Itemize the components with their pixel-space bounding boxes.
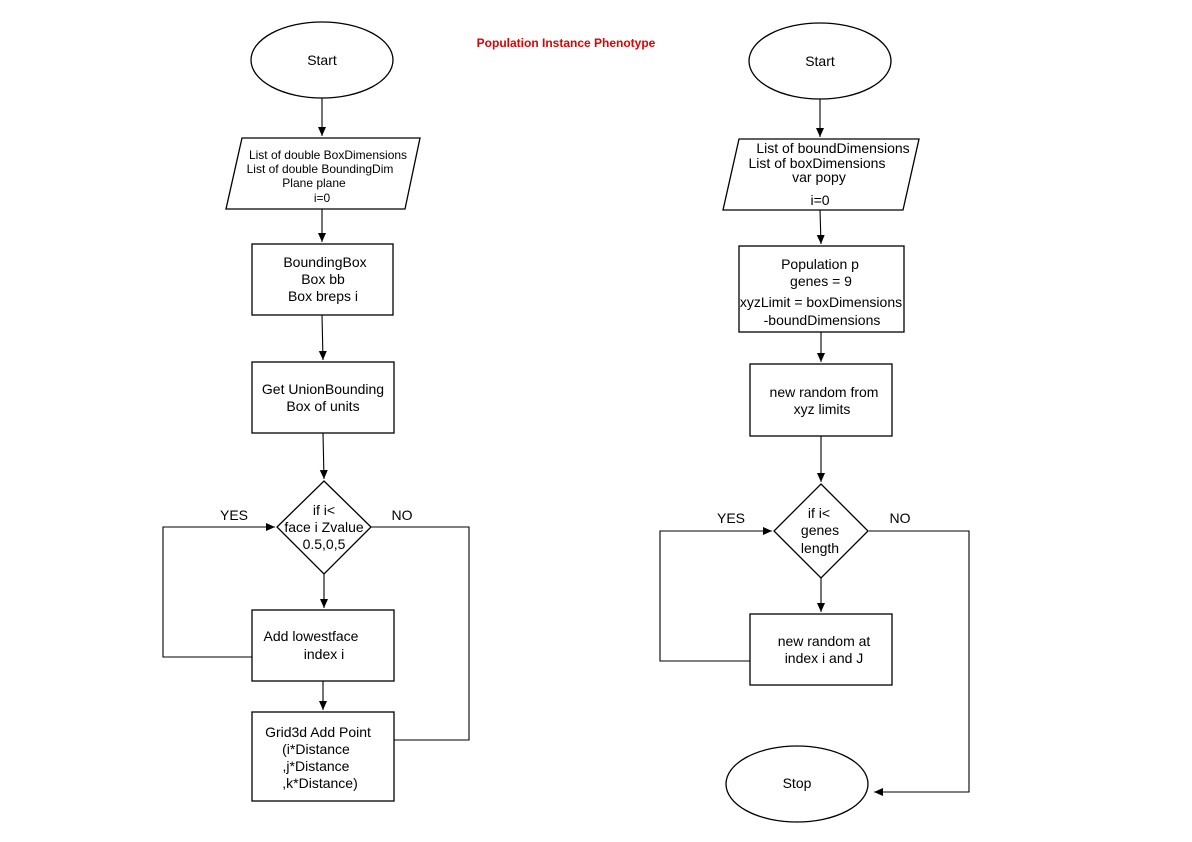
right-flowchart: Start List of boundDimensions List of bo… (659, 22, 970, 823)
right-yes-label: YES (717, 510, 745, 526)
left-addface-process (251, 609, 395, 682)
left-grid-line-2: (i*Distance (282, 741, 350, 757)
left-start-label: Start (307, 52, 337, 68)
right-stop-terminal (725, 745, 869, 823)
right-decision-line-2: genes (801, 522, 839, 538)
right-input-line-2: List of boxDimensions (749, 155, 886, 171)
right-start-label: Start (805, 53, 835, 69)
left-addface-line-2: index i (304, 646, 344, 662)
left-bbox-line-1: BoundingBox (283, 254, 366, 270)
left-start-terminal (250, 21, 394, 99)
right-stop-label: Stop (783, 775, 812, 791)
right-decision-line-3: length (801, 540, 839, 556)
edge-no-exit (371, 526, 470, 744)
left-input-parallelogram (225, 137, 421, 210)
left-decision-line-1: if i< (313, 502, 335, 518)
right-no-label: NO (890, 510, 911, 526)
right-population-process (738, 245, 905, 333)
right-start-terminal (748, 22, 892, 100)
left-decision-diamond (276, 480, 372, 575)
left-input-line-4: i=0 (314, 191, 331, 205)
right-input-line-1: List of boundDimensions (756, 140, 909, 156)
left-boundingbox-process (251, 243, 394, 316)
right-random-index-process (749, 613, 893, 686)
left-grid-line-3: ,j*Distance (283, 758, 350, 774)
left-input-line-3: Plane plane (282, 176, 346, 190)
left-no-label: NO (392, 507, 413, 523)
edge-yes-loop (162, 523, 275, 658)
right-random-limits-line-2: xyz limits (794, 401, 851, 417)
right-input-line-3: var popy (792, 169, 846, 185)
left-addface-line-1: Add lowestface (264, 628, 359, 644)
edge-r-input-to-population (816, 209, 825, 245)
left-union-process (251, 361, 395, 434)
right-random-index-line-1: new random at (778, 633, 871, 649)
right-random-index-line-2: index i and J (785, 650, 864, 666)
edge-boundingbox-to-union (318, 314, 327, 361)
right-population-line-4: -boundDimensions (764, 312, 881, 328)
left-bbox-line-3: Box breps i (288, 288, 358, 304)
left-grid-process (251, 711, 395, 802)
left-grid-line-4: ,k*Distance) (282, 775, 357, 791)
right-input-line-4: i=0 (810, 192, 829, 208)
right-input-parallelogram (722, 138, 920, 211)
edge-r-no-exit (869, 530, 970, 796)
left-union-line-1: Get UnionBounding (262, 381, 384, 397)
left-yes-label: YES (220, 507, 248, 523)
left-flowchart: Start List of double BoxDimensions List … (162, 21, 470, 802)
right-random-limits-process (749, 363, 893, 437)
edge-r-yes-loop (659, 527, 772, 662)
right-population-line-1: Population p (781, 256, 859, 272)
left-input-line-2: List of double BoundingDim (247, 162, 394, 176)
right-population-line-2: genes = 9 (790, 273, 852, 289)
left-union-line-2: Box of units (286, 398, 359, 414)
right-population-line-3: xyzLimit = boxDimensions (740, 294, 902, 310)
diagram-title: Population Instance Phenotype (477, 36, 656, 50)
left-input-line-1: List of double BoxDimensions (249, 148, 407, 162)
right-decision-line-1: if i< (808, 505, 830, 521)
right-decision-diamond (773, 483, 869, 579)
right-random-limits-line-1: new random from (770, 384, 879, 400)
edge-union-to-decision (319, 432, 328, 480)
left-decision-line-3: 0.5,0,5 (303, 536, 346, 552)
left-decision-line-2: face i Zvalue (284, 519, 364, 535)
left-bbox-line-2: Box bb (301, 271, 345, 287)
left-grid-line-1: Grid3d Add Point (265, 724, 371, 740)
